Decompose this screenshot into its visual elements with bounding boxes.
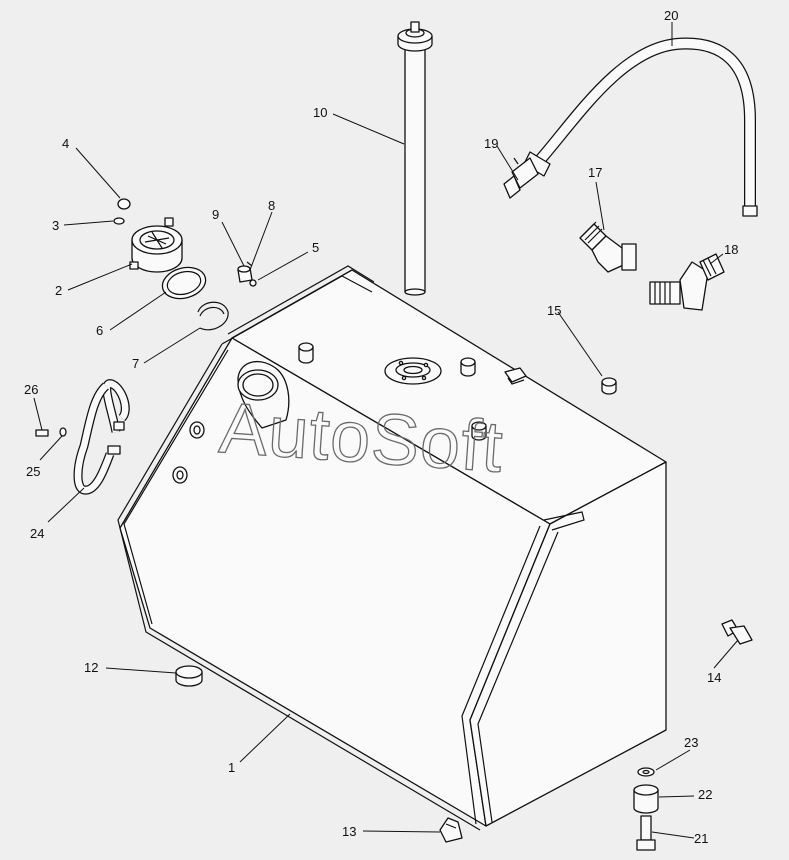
callout-26: 26	[24, 382, 38, 397]
drain-valve	[503, 151, 551, 199]
callout-12: 12	[84, 660, 98, 675]
callout-19: 19	[484, 136, 498, 151]
callout-10: 10	[313, 105, 327, 120]
callout-23: 23	[684, 735, 698, 750]
fitting-13	[439, 817, 463, 843]
callout-4: 4	[62, 136, 69, 151]
callout-20: 20	[664, 8, 678, 23]
callout-24: 24	[30, 526, 44, 541]
callout-7: 7	[132, 356, 139, 371]
callout-13: 13	[342, 824, 356, 839]
fitting-14	[721, 619, 753, 645]
retaining-ring	[197, 301, 229, 331]
callout-25: 25	[26, 464, 40, 479]
callout-6: 6	[96, 323, 103, 338]
plug-15	[601, 377, 617, 395]
small-fittings	[237, 261, 257, 287]
callout-15: 15	[547, 303, 561, 318]
bolt-21	[636, 815, 656, 851]
callout-2: 2	[55, 283, 62, 298]
drain-plug-12	[175, 665, 203, 687]
gasket-ring	[161, 266, 207, 300]
callout-21: 21	[694, 831, 708, 846]
filler-cap	[129, 217, 183, 273]
callout-9: 9	[212, 207, 219, 222]
spacer-22	[633, 784, 659, 814]
screw-26	[35, 429, 49, 437]
callout-18: 18	[724, 242, 738, 257]
clamp-25	[59, 427, 67, 437]
callout-labels: 1 2 3 4 5 6 7 8 9 10 12 13 14 15 17 18 1…	[24, 8, 738, 846]
fuel-hose	[535, 37, 758, 217]
breather-tube	[73, 379, 130, 495]
cap-plug	[117, 198, 131, 210]
callout-22: 22	[698, 787, 712, 802]
leader-lines	[33, 22, 739, 839]
fuel-tank	[117, 265, 667, 831]
sender-tube	[397, 21, 433, 296]
washer-23	[637, 767, 655, 777]
cap-washer	[113, 217, 125, 225]
callout-8: 8	[268, 198, 275, 213]
callout-17: 17	[588, 165, 602, 180]
callout-5: 5	[312, 240, 319, 255]
callout-3: 3	[52, 218, 59, 233]
callout-1: 1	[228, 760, 235, 775]
elbow-fitting-17	[579, 221, 637, 273]
callout-14: 14	[707, 670, 721, 685]
elbow-fitting-18	[649, 253, 725, 311]
